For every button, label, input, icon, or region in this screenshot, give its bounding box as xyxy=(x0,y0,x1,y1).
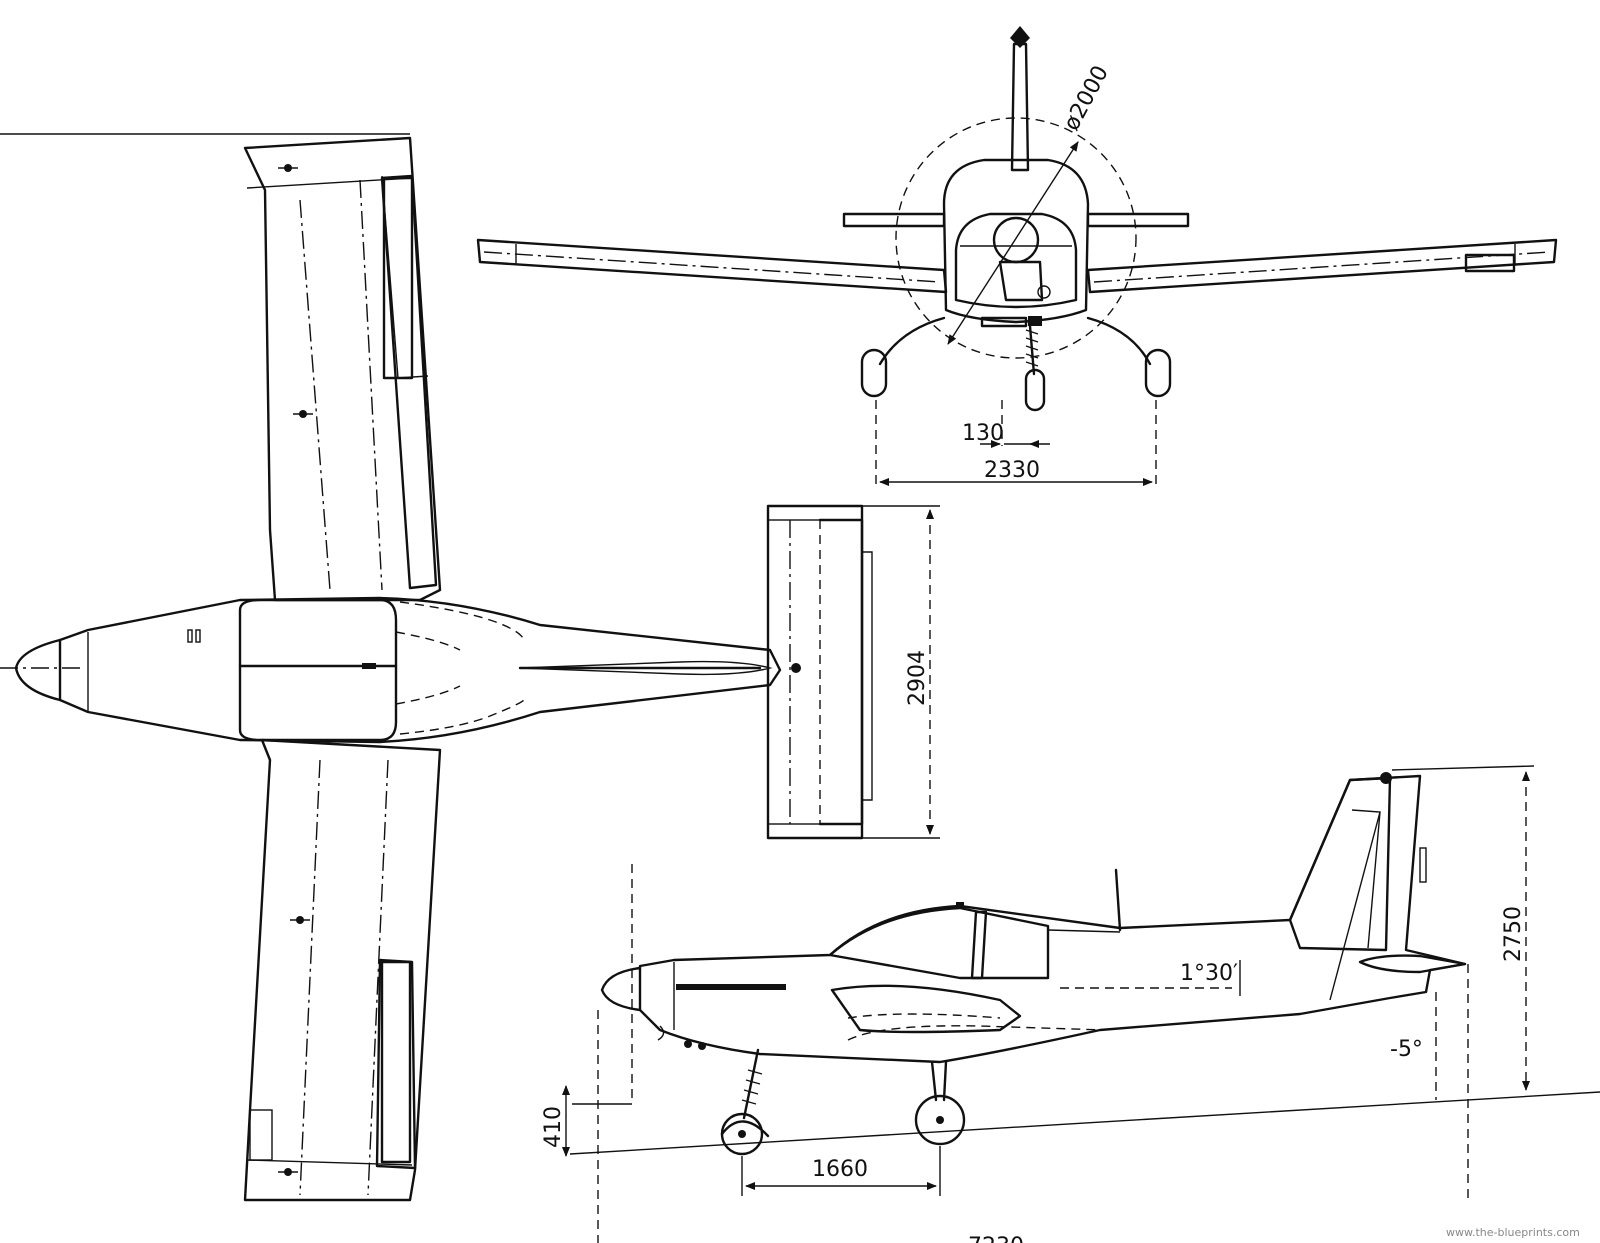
upper-wing xyxy=(243,136,442,602)
incidence-label: 1°30′ xyxy=(1180,961,1238,986)
lower-wing xyxy=(243,738,442,1202)
wheelbase-label: 1660 xyxy=(812,1157,868,1182)
nosewheel-offset-label: 130 xyxy=(962,421,1004,446)
front-fin xyxy=(1010,42,1030,172)
tailplane-span-label: 2904 xyxy=(905,650,930,706)
prop-disc xyxy=(895,117,1137,359)
front-main-wheel-right xyxy=(1144,348,1172,398)
watermark: www.the-blueprints.com xyxy=(1446,1226,1580,1239)
front-wing-right xyxy=(1086,238,1558,294)
side-main-wheel xyxy=(914,1094,966,1146)
side-view: 1°30′ -5° 2750 410 1660 7230 xyxy=(541,765,1600,1243)
front-wing-left xyxy=(476,238,948,294)
side-fin xyxy=(1288,776,1392,952)
front-main-wheel-left xyxy=(860,348,888,398)
tail-angle-label: -5° xyxy=(1390,1037,1423,1062)
fuselage-plan xyxy=(58,596,782,744)
front-view: ø2000 130 2330 xyxy=(476,26,1558,490)
prop-diameter-label: ø2000 xyxy=(1059,62,1114,135)
tailplane xyxy=(766,504,864,840)
side-fuselage xyxy=(638,774,1467,1064)
height-label: 2750 xyxy=(1501,906,1526,962)
plan-view: 2904 xyxy=(0,133,940,1202)
main-track-label: 2330 xyxy=(984,458,1040,483)
prop-clearance-label: 410 xyxy=(541,1106,566,1148)
front-nose-wheel xyxy=(1024,368,1046,412)
front-fuselage xyxy=(942,158,1090,324)
length-label: 7230 xyxy=(968,1234,1024,1243)
